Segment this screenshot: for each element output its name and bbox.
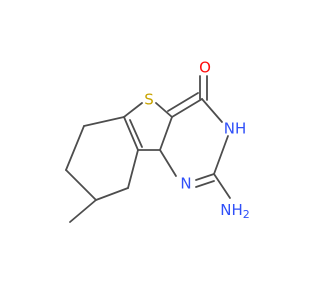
bond-c8a-c8 — [127, 149, 139, 189]
atom-labels: S O NH N NH2 — [144, 59, 250, 222]
bond-c7-methyl — [69, 199, 97, 223]
bonds — [65, 75, 231, 223]
molecule-structure: S O NH N NH2 — [65, 59, 250, 223]
bond-c4b-c8a — [123, 116, 139, 151]
bond-c5-c4b — [83, 116, 125, 127]
amino-subscript: 2 — [243, 208, 250, 221]
bond-s-c4a — [155, 102, 173, 118]
bond-c4a-c9a — [159, 116, 173, 151]
bond-c7-c6 — [65, 169, 97, 201]
oxygen-label: O — [199, 59, 211, 77]
bond-c6-c5 — [65, 125, 85, 171]
amino-nh: NH — [220, 201, 243, 219]
bond-c4a-c4-double — [167, 92, 199, 112]
bond-c4b-c8a-double — [129, 119, 143, 148]
ring-n-label: N — [180, 175, 191, 193]
bond-n3-c2 — [213, 135, 229, 175]
bond-c2-n1-double — [195, 180, 215, 188]
amino-label: NH2 — [220, 201, 250, 222]
sulfur-label: S — [144, 91, 154, 109]
bond-c2-amino — [213, 173, 231, 199]
bond-c2-n1 — [195, 173, 215, 181]
bond-c4-n3 — [201, 98, 223, 123]
bond-c4b-s — [123, 102, 143, 118]
bond-n1-c9a — [159, 149, 177, 177]
bond-c8-c7 — [95, 187, 129, 201]
ring-nh-label: NH — [224, 120, 247, 138]
bond-c4a-c4 — [171, 98, 203, 118]
